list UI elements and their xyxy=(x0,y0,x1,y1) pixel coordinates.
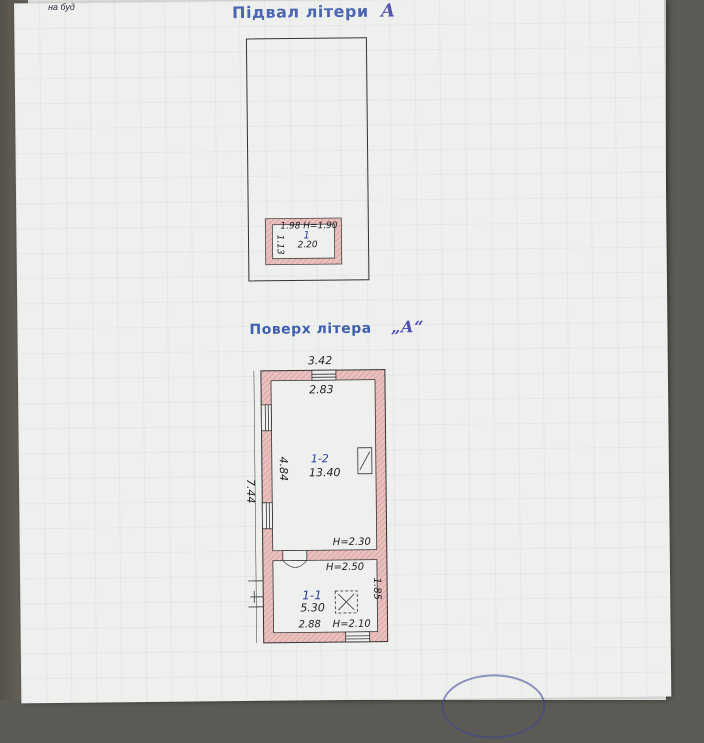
outer-length: 7.44 xyxy=(244,479,257,504)
seal-stamp xyxy=(441,674,546,739)
entrance-door xyxy=(248,581,263,607)
room-1-1-height-bottom: H=2.10 xyxy=(332,619,370,630)
floor-plan-sheet: на буд Підвал літери А Поверх літера „А“ xyxy=(14,0,671,703)
room-1-1-depth: 1.85 xyxy=(371,578,382,600)
room-1-2-height: H=2.30 xyxy=(333,537,371,548)
room-1-2-width: 2.83 xyxy=(309,383,334,396)
basement-room-side: 1.13 xyxy=(274,235,284,255)
floor-plan-drawing xyxy=(14,0,671,703)
room-1-2-number: 1-2 xyxy=(311,452,329,465)
room-1-1-width: 2.88 xyxy=(298,619,320,630)
outer-width: 3.42 xyxy=(308,354,333,367)
stove-icon xyxy=(358,448,372,474)
room-1-1-height-top: H=2.50 xyxy=(326,562,364,573)
room-1-2-area: 13.40 xyxy=(309,466,341,479)
room-1-1-area: 5.30 xyxy=(300,601,325,614)
basement-room-area: 2.20 xyxy=(298,240,318,250)
room-1-2-depth: 4.84 xyxy=(277,457,290,482)
